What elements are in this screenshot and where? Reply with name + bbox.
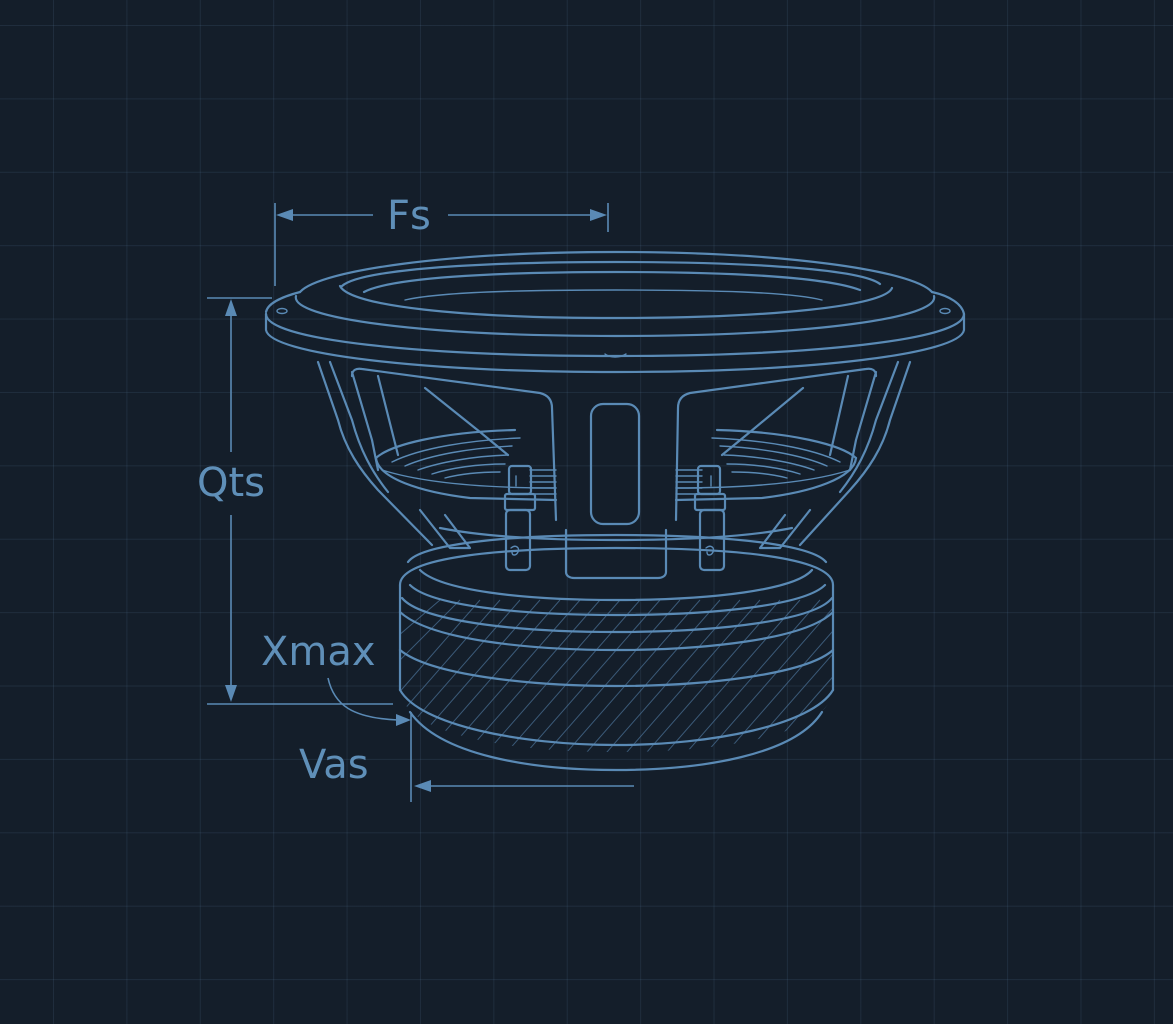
spider-right bbox=[674, 428, 858, 502]
vas-dimension bbox=[414, 780, 634, 792]
qts-label: Qts bbox=[197, 460, 266, 506]
vas-label: Vas bbox=[299, 742, 369, 788]
basket-frame bbox=[316, 360, 912, 580]
terminal-left bbox=[503, 464, 537, 572]
terminal-right bbox=[693, 464, 727, 572]
xmax-leader bbox=[327, 677, 412, 802]
xmax-label: Xmax bbox=[261, 629, 376, 675]
fs-dimension bbox=[274, 203, 609, 286]
fs-label: Fs bbox=[387, 193, 431, 239]
magnet-assembly bbox=[398, 533, 835, 772]
spider-left bbox=[374, 428, 558, 502]
qts-dimension bbox=[207, 297, 393, 705]
mounting-flange bbox=[264, 250, 966, 374]
